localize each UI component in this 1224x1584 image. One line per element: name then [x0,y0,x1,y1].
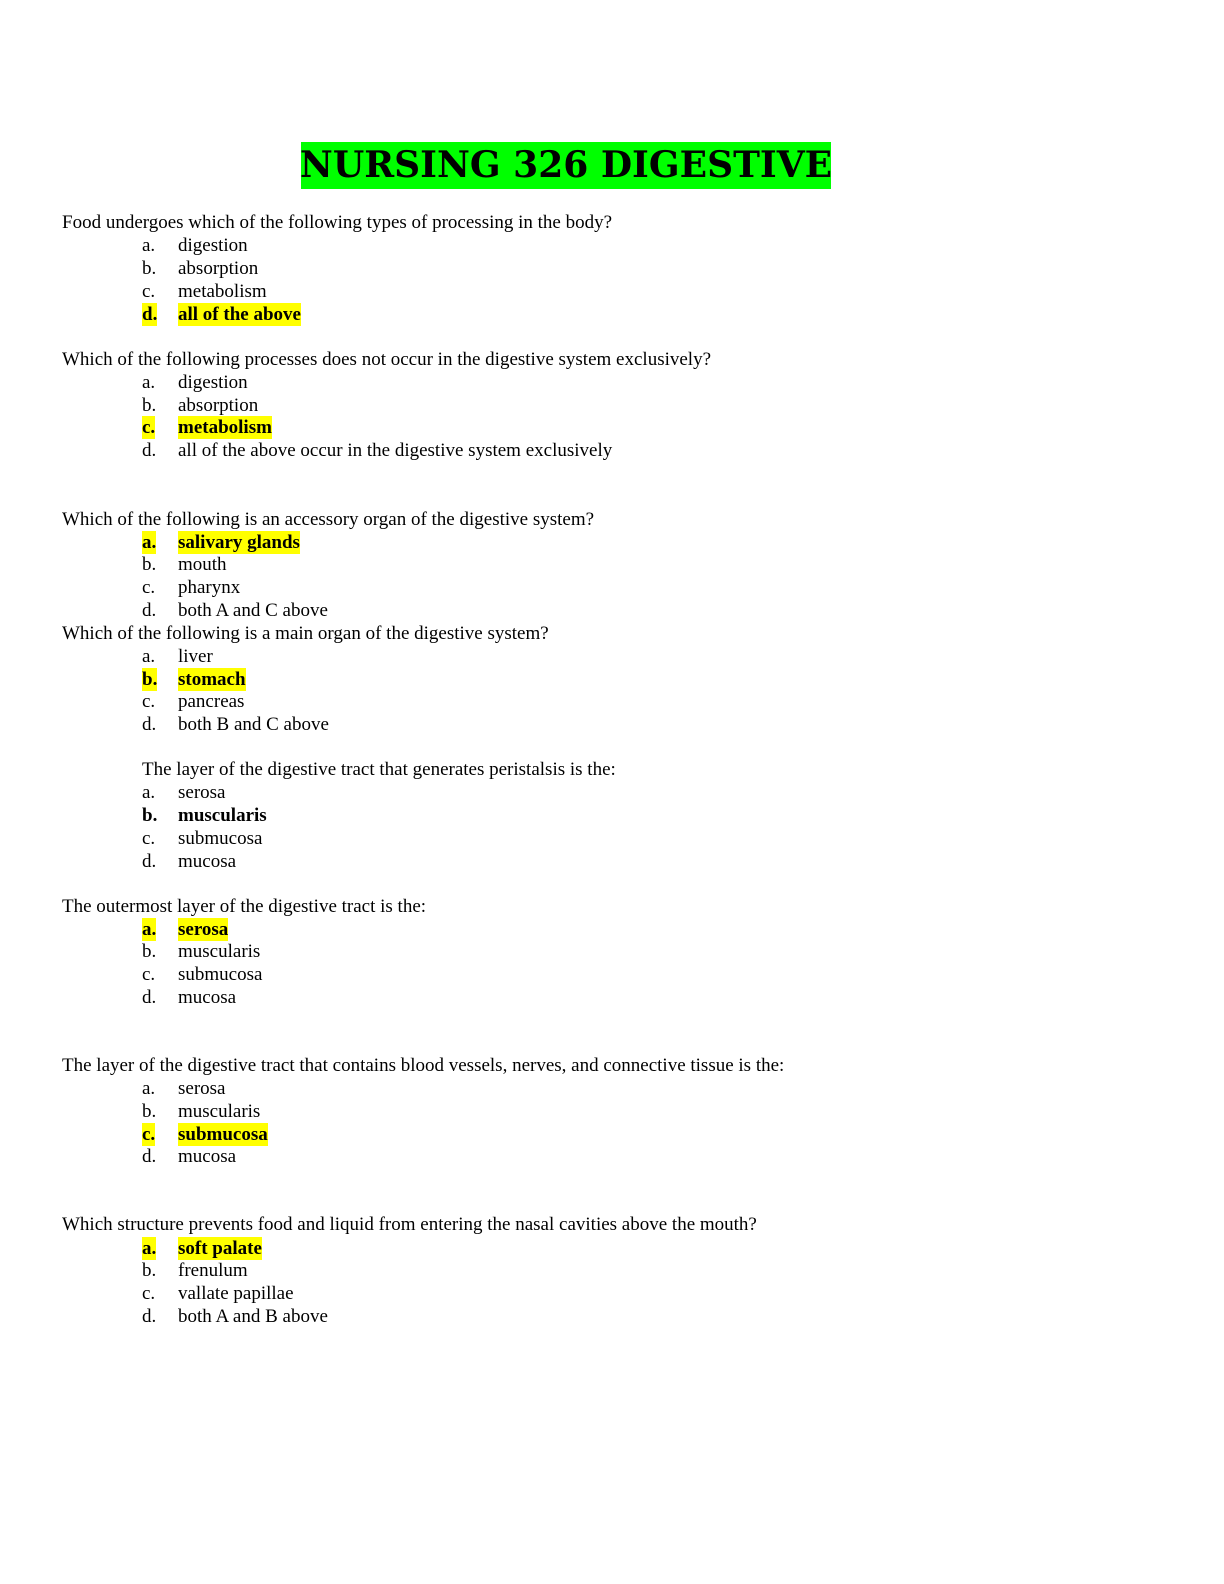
option-letter: a. [142,531,157,554]
option-letter: d. [142,714,157,735]
option-text: digestion [178,235,248,256]
option-letter: d. [142,851,157,872]
question-7-text: The layer of the digestive tract that co… [62,1055,785,1076]
option-letter: b. [142,941,157,962]
option-text: frenulum [178,1260,248,1281]
option-text: serosa [178,1078,226,1099]
option-text: mucosa [178,987,237,1008]
question-6-text: The outermost layer of the digestive tra… [62,896,427,917]
question-3-text: Which of the following is an accessory o… [62,509,595,530]
option-letter: d. [142,987,157,1008]
option-text: metabolism [178,416,272,439]
option-letter: c. [142,828,156,849]
option-letter: a. [142,918,157,941]
option-letter: a. [142,1237,157,1260]
option-letter: b. [142,1260,157,1281]
option-text: submucosa [178,1123,268,1146]
option-text: muscularis [178,941,261,962]
question-5-text: The layer of the digestive tract that ge… [142,759,616,780]
option-text: both A and B above [178,1306,328,1327]
option-letter: c. [142,577,156,598]
option-text: mucosa [178,1146,237,1167]
question-1-text: Food undergoes which of the following ty… [62,212,613,233]
option-text: both A and C above [178,600,328,621]
option-text: absorption [178,258,259,279]
option-letter: b. [142,395,157,416]
option-text: salivary glands [178,531,300,554]
option-letter: b. [142,554,157,575]
option-text: all of the above [178,303,301,326]
option-text: pancreas [178,691,245,712]
option-letter: d. [142,303,158,326]
option-letter: c. [142,281,156,302]
option-text: muscularis [178,805,267,826]
option-letter: d. [142,600,157,621]
option-text: digestion [178,372,248,393]
option-text: all of the above occur in the digestive … [178,440,613,461]
option-text: mucosa [178,851,237,872]
option-letter: b. [142,258,157,279]
option-text: vallate papillae [178,1283,294,1304]
option-letter: c. [142,964,156,985]
option-letter: c. [142,691,156,712]
option-text: metabolism [178,281,267,302]
option-letter: b. [142,1101,157,1122]
question-4-text: Which of the following is a main organ o… [62,623,549,644]
option-text: submucosa [178,828,263,849]
option-text: soft palate [178,1237,262,1260]
option-letter: c. [142,416,156,439]
option-text: muscularis [178,1101,261,1122]
option-letter: a. [142,646,156,667]
option-text: both B and C above [178,714,329,735]
option-letter: d. [142,1146,157,1167]
option-letter: a. [142,782,156,803]
option-text: stomach [178,668,246,691]
option-text: mouth [178,554,227,575]
document-title: NURSING 326 DIGESTIVE [299,144,833,186]
option-letter: b. [142,805,158,826]
option-text: liver [178,646,213,667]
option-letter: c. [142,1283,156,1304]
option-letter: d. [142,1306,157,1327]
option-letter: a. [142,372,156,393]
option-text: serosa [178,918,229,941]
option-text: serosa [178,782,226,803]
option-letter: a. [142,235,156,256]
question-2-text: Which of the following processes does no… [62,349,712,370]
question-8-text: Which structure prevents food and liquid… [62,1214,757,1235]
option-letter: a. [142,1078,156,1099]
option-letter: d. [142,440,157,461]
option-letter: b. [142,668,158,691]
option-letter: c. [142,1123,156,1146]
document-title-highlight: NURSING 326 DIGESTIVE [299,142,833,189]
option-text: submucosa [178,964,263,985]
option-text: pharynx [178,577,241,598]
option-text: absorption [178,395,259,416]
